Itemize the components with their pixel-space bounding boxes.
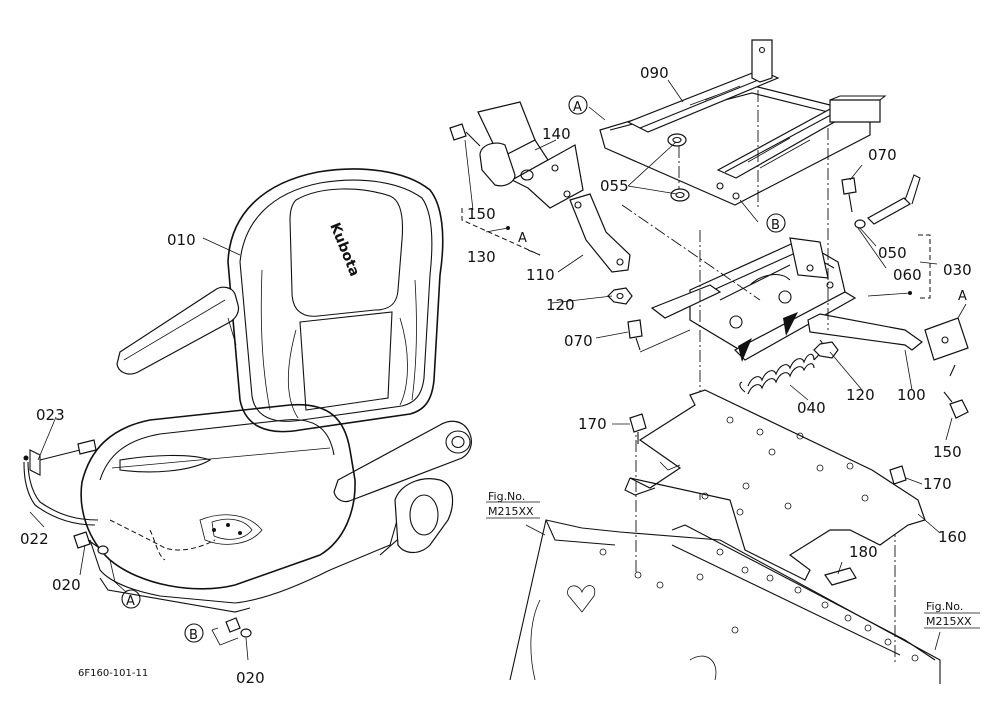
figure-references: Fig.No. M215XX Fig.No. M215XX 6F160-101-… bbox=[78, 490, 980, 679]
callout-030: 030 bbox=[943, 261, 972, 279]
callout-110: 110 bbox=[526, 266, 555, 284]
callout-150-a: 150 bbox=[467, 205, 496, 223]
callout-140: 140 bbox=[542, 125, 571, 143]
drawing-code: 6F160-101-11 bbox=[78, 668, 148, 679]
seat-switch-cable bbox=[23, 439, 99, 526]
callout-160: 160 bbox=[938, 528, 967, 546]
callout-040: 040 bbox=[797, 399, 826, 417]
callout-022: 022 bbox=[20, 530, 49, 548]
base-plate-160 bbox=[624, 389, 926, 586]
callout-070-b: 070 bbox=[564, 332, 593, 350]
callout-070-a: 070 bbox=[868, 146, 897, 164]
callout-100: 100 bbox=[897, 386, 926, 404]
seat-rail-090 bbox=[599, 39, 887, 206]
fig-ref-left-code: M215XX bbox=[488, 505, 534, 518]
ref-a-rail: A bbox=[573, 100, 582, 115]
callout-055: 055 bbox=[600, 177, 629, 195]
ref-a-bracket: A bbox=[518, 231, 527, 246]
seat-bolts bbox=[73, 531, 252, 638]
callout-060: 060 bbox=[893, 266, 922, 284]
spring-040 bbox=[739, 339, 824, 395]
reference-marks: A B A B A A bbox=[121, 95, 967, 643]
callout-120-a: 120 bbox=[546, 296, 575, 314]
ref-b-rail: B bbox=[771, 218, 780, 233]
callout-120-b: 120 bbox=[846, 386, 875, 404]
callout-180: 180 bbox=[849, 543, 878, 561]
seat-brand-text: Kubota bbox=[326, 221, 362, 279]
fig-ref-right-title: Fig.No. bbox=[926, 600, 963, 613]
callout-labels: 010 023 022 020 020 150 130 140 090 055 … bbox=[20, 64, 972, 687]
fig-ref-right-code: M215XX bbox=[926, 615, 972, 628]
fig-ref-left-title: Fig.No. bbox=[488, 490, 525, 503]
callout-023: 023 bbox=[36, 406, 65, 424]
callout-010: 010 bbox=[167, 231, 196, 249]
callout-130: 130 bbox=[467, 248, 496, 266]
callout-170-a: 170 bbox=[578, 415, 607, 433]
bracket-130-assembly bbox=[449, 101, 584, 256]
callout-170-b: 170 bbox=[923, 475, 952, 493]
callout-090: 090 bbox=[640, 64, 669, 82]
ref-a-right: A bbox=[958, 289, 967, 304]
leader-lines bbox=[29, 79, 967, 661]
suspension-frame bbox=[569, 90, 969, 665]
callout-020-a: 020 bbox=[52, 576, 81, 594]
seat-assembly: Kubota bbox=[80, 168, 472, 613]
callout-020-b: 020 bbox=[236, 669, 265, 687]
tractor-frame bbox=[509, 519, 941, 684]
ref-b-seat: B bbox=[189, 628, 198, 643]
callout-150-b: 150 bbox=[933, 443, 962, 461]
callout-050: 050 bbox=[878, 244, 907, 262]
ref-a-seat: A bbox=[126, 594, 135, 609]
